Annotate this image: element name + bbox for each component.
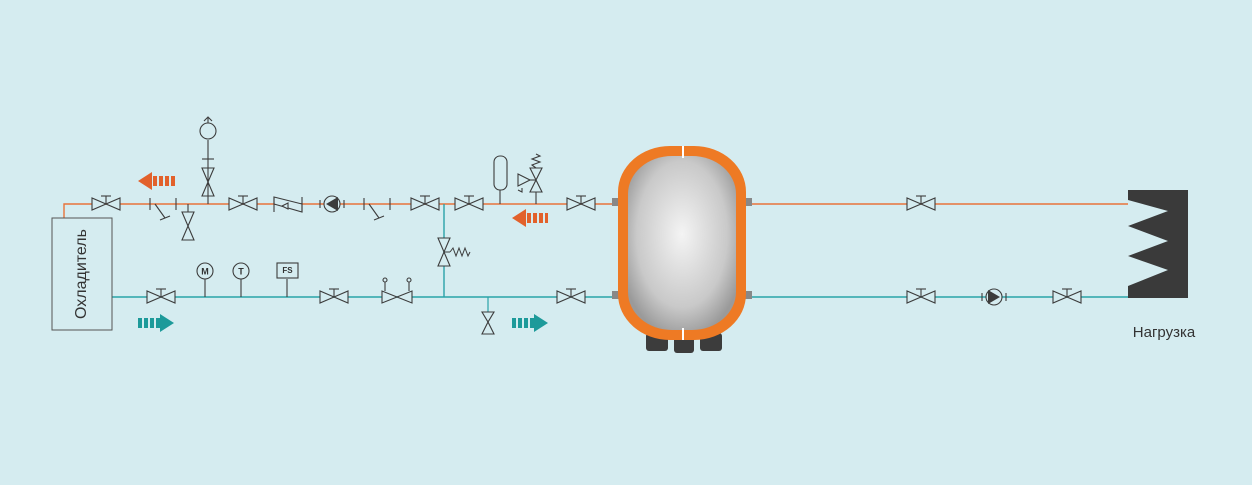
strainer-icon xyxy=(363,198,391,221)
gate-valve-icon xyxy=(410,195,440,211)
drain-valve-icon xyxy=(481,311,495,335)
motor-gauge-icon: M xyxy=(196,262,214,297)
motor-gauge-label: M xyxy=(201,266,209,276)
gate-valve-icon xyxy=(437,237,451,267)
expansion-vessel-icon xyxy=(493,155,508,204)
gate-valve-icon xyxy=(181,211,195,241)
gate-valve-icon xyxy=(1052,288,1082,304)
gate-valve-icon xyxy=(228,195,258,211)
temperature-gauge-icon: T xyxy=(232,262,250,297)
flow-switch-label: FS xyxy=(282,266,293,275)
check-valve-icon xyxy=(273,196,303,213)
strainer-icon xyxy=(149,198,177,221)
chiller-unit: Охладитель xyxy=(51,217,113,331)
flow-arrow-icon xyxy=(512,314,548,332)
air-vent-icon xyxy=(199,116,217,204)
safety-valve-icon xyxy=(517,153,543,204)
chiller-label: Охладитель xyxy=(73,229,90,319)
pump-icon xyxy=(981,288,1007,306)
gate-valve-icon xyxy=(146,288,176,304)
balancing-valve-icon xyxy=(381,277,413,304)
gate-valve-icon xyxy=(906,288,936,304)
flow-arrow-icon xyxy=(512,209,548,227)
load-unit: Нагрузка xyxy=(1128,190,1196,341)
temperature-gauge-label: T xyxy=(238,266,244,276)
gate-valve-icon xyxy=(906,195,936,211)
load-label: Нагрузка xyxy=(1133,324,1196,341)
buffer-tank xyxy=(612,146,752,353)
pump-icon xyxy=(319,195,345,213)
gate-valve-icon xyxy=(566,195,596,211)
flow-arrow-icon xyxy=(138,172,175,190)
spring-icon xyxy=(449,246,471,258)
flow-arrow-icon xyxy=(138,314,174,332)
gate-valve-icon xyxy=(454,195,484,211)
gate-valve-icon xyxy=(556,288,586,304)
gate-valve-icon xyxy=(319,288,349,304)
tank-interior xyxy=(628,156,736,330)
flow-switch-icon: FS xyxy=(276,262,299,297)
gate-valve-icon xyxy=(91,195,121,211)
pipes xyxy=(63,203,1128,312)
